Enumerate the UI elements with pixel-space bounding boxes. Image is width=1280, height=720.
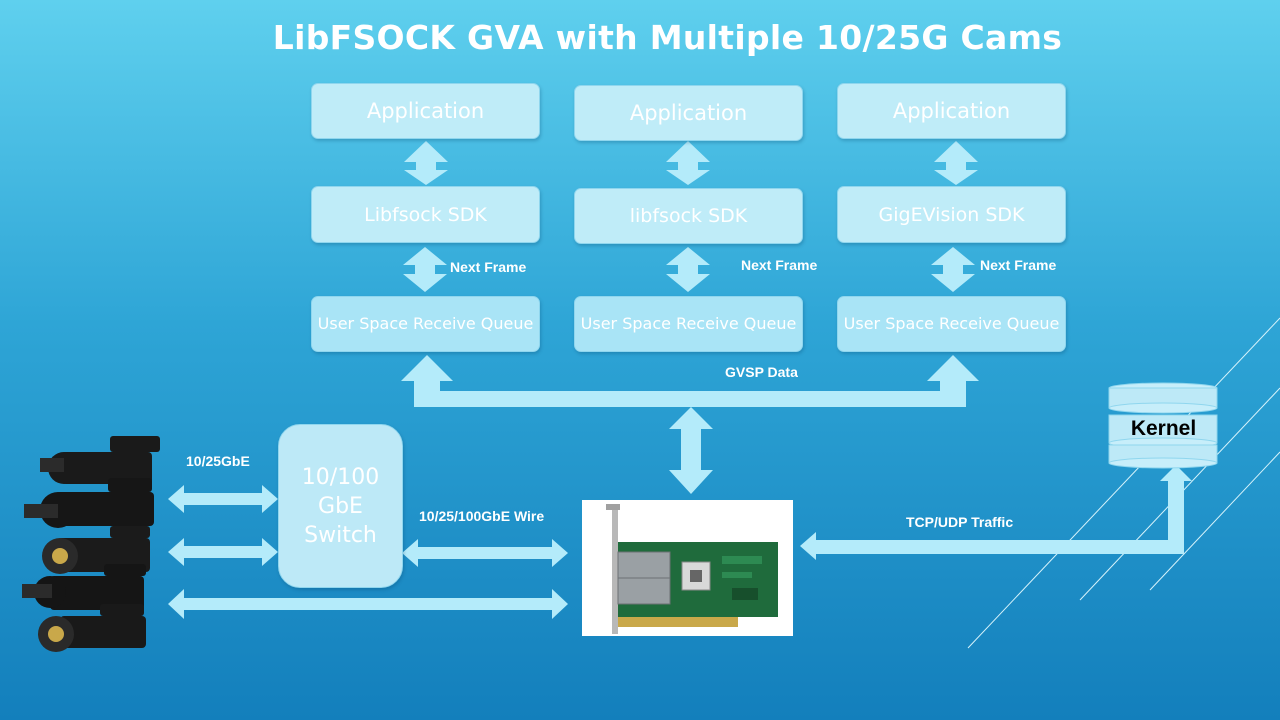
kernel-label: Kernel: [1130, 417, 1197, 440]
switch-line-2: GbE: [318, 493, 363, 519]
arrow-sdk-queue-2: [666, 247, 710, 292]
arrow-app-sdk-2: [666, 141, 710, 185]
camera-link-label: 10/25GbE: [186, 453, 250, 469]
nic-card-icon: [606, 504, 778, 634]
gbe-switch-box: 10/100 GbE Switch: [278, 424, 403, 588]
camera-icon: [42, 526, 150, 574]
arrow-nic-kernel: [800, 465, 1192, 560]
application-box-1: Application: [311, 83, 540, 139]
arrow-cam-switch-2: [168, 538, 278, 566]
arrow-app-sdk-1: [404, 141, 448, 185]
receive-queue-box-2: User Space Receive Queue: [574, 296, 803, 352]
camera-icon: [24, 478, 154, 528]
wire-label: 10/25/100GbE Wire: [419, 508, 545, 524]
network-card-image: [582, 500, 793, 636]
gvsp-data-label: GVSP Data: [725, 364, 798, 380]
next-frame-label-1: Next Frame: [450, 259, 527, 275]
next-frame-label-2: Next Frame: [741, 257, 818, 273]
arrow-sdk-queue-3: [931, 247, 975, 292]
arrow-switch-nic: [402, 539, 568, 567]
receive-queue-box-3: User Space Receive Queue: [837, 296, 1066, 352]
libfsock-sdk-box-2: libfsock SDK: [574, 188, 803, 244]
switch-line-1: 10/100: [301, 464, 380, 490]
application-box-2: Application: [574, 85, 803, 141]
camera-icon: [40, 436, 160, 484]
arrow-app-sdk-3: [934, 141, 978, 185]
arrow-cam-nic: [168, 589, 568, 619]
gvsp-fork-arrow: [401, 355, 979, 407]
next-frame-label-3: Next Frame: [980, 257, 1057, 273]
camera-icon: [22, 564, 146, 610]
switch-line-3: Switch: [304, 522, 377, 548]
libfsock-sdk-box-1: Libfsock SDK: [311, 186, 540, 243]
page-title: LibFSOCK GVA with Multiple 10/25G Cams: [272, 18, 1063, 57]
arrow-gvsp-nic: [669, 407, 713, 494]
application-box-3: Application: [837, 83, 1066, 139]
arrow-sdk-queue-1: [403, 247, 447, 292]
gigevision-sdk-box: GigEVision SDK: [837, 186, 1066, 243]
arrow-cam-switch-1: [168, 485, 278, 513]
receive-queue-box-1: User Space Receive Queue: [311, 296, 540, 352]
camera-icon: [38, 604, 146, 652]
tcp-udp-label: TCP/UDP Traffic: [906, 514, 1014, 530]
